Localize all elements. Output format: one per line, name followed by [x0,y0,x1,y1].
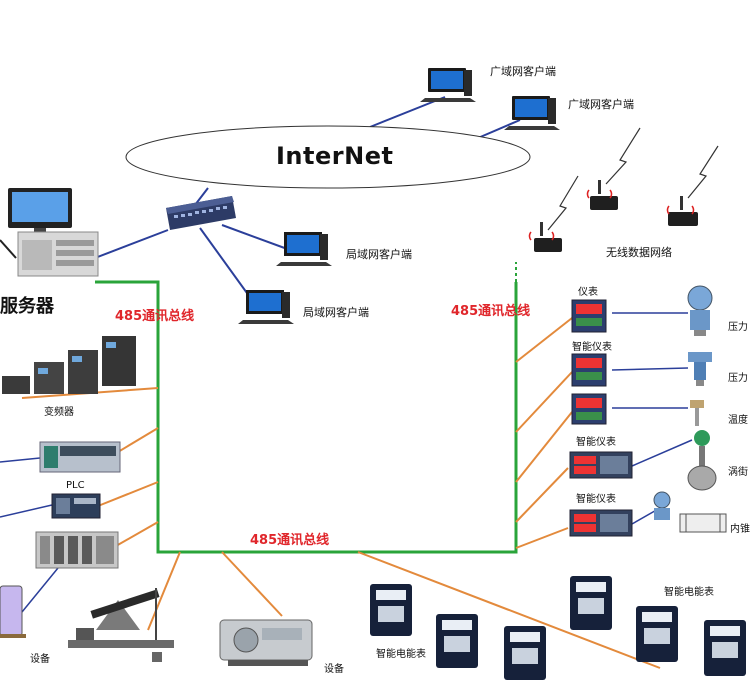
pressure-transmitter-1-icon [687,285,713,336]
pressure-transmitter-2-icon [688,352,712,386]
wan-client-1-icon [420,68,476,102]
instrument-1-label: 仪表 [578,287,598,298]
network-switch-icon [166,196,236,230]
internet-label: InterNet [276,142,394,170]
links [0,96,693,669]
meter-label-right: 智能电能表 [664,587,714,598]
link-chiller [221,551,283,617]
link-lan-1 [221,224,291,251]
sensor-3-label: 温度 [728,415,748,426]
sensor-1-label: 压力 [728,322,748,333]
meter-label-left: 智能电能表 [376,649,426,660]
cone-flowmeter-icon [653,491,727,533]
instrument-panel-5-icon [569,509,633,537]
pump-jack-icon [68,588,174,662]
vortex-flowmeter-icon [687,430,717,491]
instrument-panel-4-icon [569,451,633,479]
link-inst-bus-3 [515,411,573,483]
link-server-switch [94,229,169,259]
link-wan-2 [477,119,521,139]
sensor-4-label: 涡街 [728,467,748,478]
electric-meter-6-icon [704,620,746,676]
device-bottom-label: 设备 [324,664,344,675]
bus-left-label: 485通讯总线 [115,309,195,324]
wireless-router-2-icon [586,127,641,210]
vfd-label: 变频器 [44,407,74,418]
link-tank [21,567,59,613]
electric-meter-1-icon [370,584,412,636]
plc-rack-2-icon [35,531,119,569]
plc-label: PLC [66,480,85,491]
link-left-2 [0,504,53,518]
lan-client-2-label: 局域网客户端 [303,306,369,319]
server-label: 服务器 [0,296,54,317]
instrument-5-label: 智能仪表 [576,494,616,505]
instrument-panel-1-icon [571,299,607,333]
link-inst-bus-5 [515,527,569,549]
sensor-5-label: 内锥 [730,524,750,535]
plc-unit-icon [51,493,101,519]
wan-client-2-label: 广域网客户端 [568,98,634,111]
server-icon [0,188,99,277]
lan-client-1-icon [276,232,332,266]
electric-meter-5-icon [636,606,678,662]
sensor-2-label: 压力 [728,373,748,384]
instrument-4-label: 智能仪表 [576,437,616,448]
internet-cloud [125,125,531,189]
wireless-router-1-icon [528,175,579,252]
instrument-panel-3-icon [571,393,607,425]
lan-client-2-icon [238,290,294,324]
link-plc-2 [97,481,159,507]
wan-client-1-label: 广域网客户端 [490,65,556,78]
wireless-router-3-icon [666,145,719,226]
bus-bottom-label: 485通讯总线 [250,533,330,548]
link-inst-bus-4 [515,467,569,523]
link-inst-2 [611,367,689,371]
electric-meter-3-icon [504,626,546,680]
vfd-group-icon [2,336,136,394]
link-inst-bus-2 [515,371,573,433]
instrument-panel-2-icon [571,353,607,387]
storage-tank-icon [0,585,26,638]
lan-client-1-label: 局域网客户端 [346,248,412,261]
link-inst-4 [631,439,693,467]
link-switch-internet [194,187,209,206]
plc-rack-1-icon [39,441,121,473]
temperature-sensor-icon [690,400,704,426]
device-left-label: 设备 [30,654,50,665]
electric-meter-2-icon [436,614,478,668]
rs485-bus [95,280,518,554]
link-plc-1 [117,427,159,453]
link-pump [147,551,181,631]
link-lan-2 [199,227,253,301]
link-plc-3 [115,521,159,547]
electric-meter-4-icon [570,576,612,630]
chiller-unit-icon [219,619,313,666]
instrument-2-label: 智能仪表 [572,342,612,353]
bus-right-label: 485通讯总线 [451,304,531,319]
link-inst-bus-1 [515,317,573,363]
link-left-1 [0,457,41,463]
link-meters [357,551,661,669]
wireless-network-label: 无线数据网络 [606,246,672,259]
wan-client-2-icon [504,96,560,130]
